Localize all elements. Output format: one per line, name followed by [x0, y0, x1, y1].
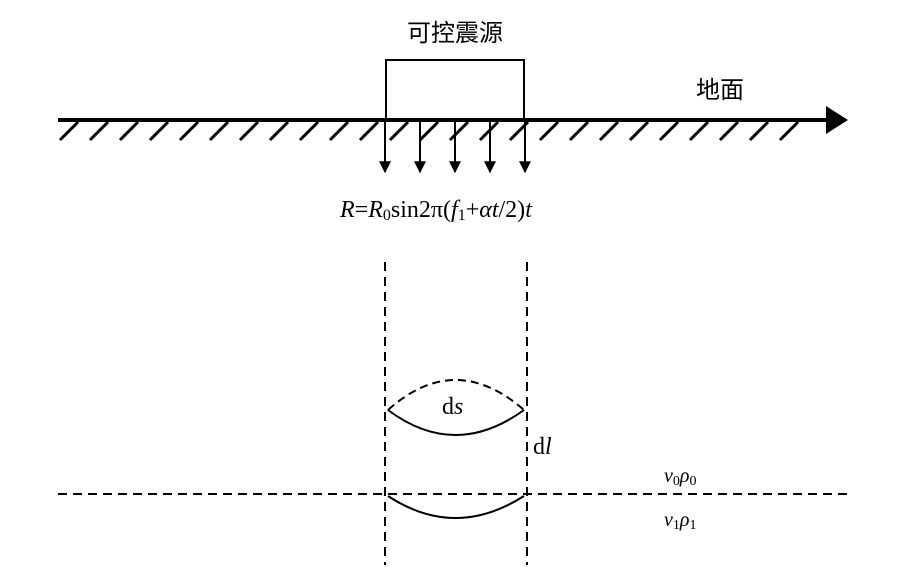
ground-hatch-mark [358, 120, 380, 142]
ground-hatch-mark [388, 120, 410, 142]
ground-hatch-mark [418, 120, 440, 142]
wavefront-interface-solid [387, 495, 525, 519]
layer0-label: v0ρ0 [664, 465, 697, 489]
ground-hatch-mark [448, 120, 470, 142]
ground-hatch-mark [718, 120, 740, 142]
vibroseis-box [385, 59, 525, 120]
ground-hatch-mark [598, 120, 620, 142]
ground-hatch-mark [778, 120, 800, 142]
ground-hatch-mark [748, 120, 770, 142]
source-label: 可控震源 [407, 19, 503, 47]
ground-hatch-mark [628, 120, 650, 142]
layer1-label: v1ρ1 [664, 509, 697, 533]
wavefront-upper-dashed [387, 379, 525, 411]
ground-arrow-head [826, 106, 848, 134]
ground-hatch-mark [688, 120, 710, 142]
ground-surface [58, 106, 848, 142]
force-arrows [379, 120, 531, 174]
ground-hatch-mark [118, 120, 140, 142]
ground-label: 地面 [696, 76, 744, 104]
dl-label: dl [533, 434, 552, 460]
ground-hatch-mark [58, 120, 80, 142]
ground-hatch-mark [238, 120, 260, 142]
wavefront-ds-solid [387, 409, 525, 436]
ground-hatch-mark [328, 120, 350, 142]
ground-hatch-mark [658, 120, 680, 142]
ground-hatch-mark [208, 120, 230, 142]
ground-hatching [58, 120, 800, 142]
sweep-formula: R=R0sin2π(f1+αt/2)t [339, 197, 533, 224]
ground-hatch-mark [148, 120, 170, 142]
ground-hatch-mark [298, 120, 320, 142]
ground-hatch-mark [178, 120, 200, 142]
ground-hatch-mark [568, 120, 590, 142]
ground-hatch-mark [88, 120, 110, 142]
ground-hatch-mark [538, 120, 560, 142]
ds-label: ds [442, 394, 463, 420]
ground-hatch-mark [268, 120, 290, 142]
